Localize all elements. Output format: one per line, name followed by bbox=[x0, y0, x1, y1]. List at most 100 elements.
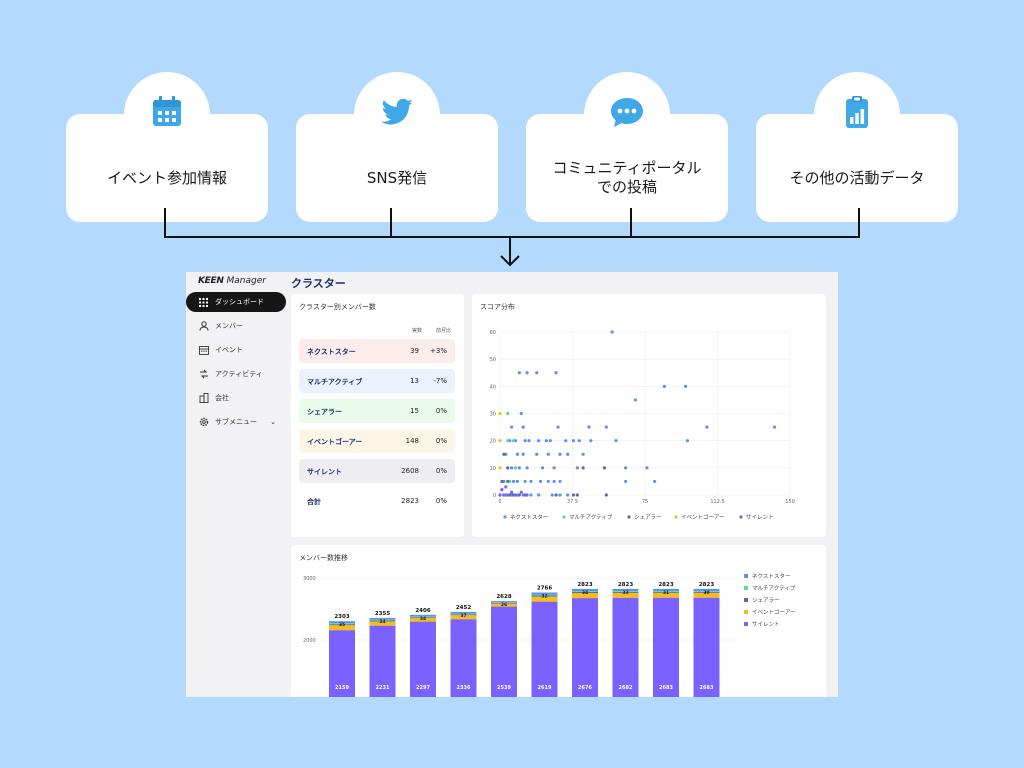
stacked-bar-chart: 2000300023033521592355242231240634229724… bbox=[303, 572, 796, 697]
scatter-point bbox=[515, 452, 519, 456]
nav-item-members[interactable]: メンバー bbox=[186, 316, 286, 336]
scatter-point bbox=[506, 466, 510, 470]
bar-silent-label: 2683 bbox=[700, 685, 714, 691]
bar-silent-label: 2539 bbox=[497, 685, 511, 691]
scatter-point bbox=[510, 425, 514, 429]
scatter-point bbox=[556, 425, 560, 429]
bar-total-label: 2406 bbox=[415, 608, 430, 614]
bar-silent bbox=[653, 597, 679, 697]
chat-bubble-icon bbox=[611, 98, 643, 127]
scatter-point bbox=[517, 493, 521, 497]
legend-marker bbox=[503, 515, 507, 519]
bar-silent-label: 2159 bbox=[335, 685, 349, 691]
scatter-point bbox=[685, 439, 690, 443]
bar-silent bbox=[410, 621, 436, 697]
sidebar: KEEN Manager ダッシュボード メンバー イベント アクティビティ bbox=[186, 272, 288, 697]
cluster-value: 2608 bbox=[401, 467, 419, 475]
bar-segment-label: 37 bbox=[460, 613, 466, 619]
bar-segment-label: 24 bbox=[379, 619, 385, 625]
y-tick-label: 50 bbox=[490, 357, 496, 363]
scatter-point bbox=[504, 485, 508, 489]
scatter-point bbox=[548, 439, 552, 443]
legend-label: シェアラー bbox=[752, 597, 780, 604]
scatter-point bbox=[552, 479, 556, 484]
scatter-point bbox=[546, 479, 550, 484]
legend-marker bbox=[744, 622, 748, 626]
scatter-point bbox=[523, 439, 527, 443]
scatter-point bbox=[511, 439, 516, 443]
bar-segment bbox=[572, 593, 598, 599]
scatter-point bbox=[500, 487, 504, 492]
calendar-icon bbox=[198, 345, 209, 356]
cluster-change: 0% bbox=[435, 497, 447, 505]
scatter-point bbox=[604, 425, 608, 429]
scatter-point bbox=[581, 466, 585, 470]
scatter-point bbox=[552, 466, 556, 470]
scatter-point bbox=[502, 452, 506, 456]
card-label: その他の活動データ bbox=[789, 168, 925, 187]
bar-total-label: 2452 bbox=[456, 605, 471, 611]
bar-total-label: 2823 bbox=[699, 582, 714, 588]
scatter-point bbox=[510, 466, 514, 470]
scatter-point bbox=[614, 439, 618, 443]
nav-item-dashboard[interactable]: ダッシュボード bbox=[186, 292, 286, 312]
y-tick-label: 10 bbox=[490, 466, 496, 472]
scatter-point bbox=[571, 493, 576, 497]
nav-item-submenu[interactable]: サブメニュー ⌄ bbox=[186, 412, 286, 432]
scatter-point bbox=[772, 425, 777, 429]
nav-item-events[interactable]: イベント bbox=[186, 340, 286, 360]
bar-segment bbox=[329, 621, 355, 624]
nav-item-activity[interactable]: アクティビティ bbox=[186, 364, 286, 384]
scatter-point bbox=[564, 439, 568, 443]
bar-segment-label: 34 bbox=[582, 590, 588, 596]
panel-title: スコア分布 bbox=[480, 303, 515, 311]
bar-segment bbox=[572, 591, 598, 592]
bar-total-label: 2303 bbox=[334, 614, 349, 620]
bar-segment bbox=[329, 624, 355, 626]
scatter-point bbox=[525, 493, 529, 497]
scatter-point bbox=[546, 452, 550, 456]
bar-total-label: 2823 bbox=[658, 582, 673, 588]
gear-icon bbox=[198, 417, 209, 428]
scatter-point bbox=[513, 493, 518, 497]
scatter-point bbox=[558, 493, 562, 497]
legend-marker bbox=[744, 598, 748, 602]
grid-icon bbox=[198, 297, 209, 308]
y-tick-label: 30 bbox=[490, 412, 496, 418]
scatter-point bbox=[527, 439, 531, 443]
scatter-point bbox=[519, 411, 523, 416]
legend-label: シェアラー bbox=[634, 514, 662, 521]
brand-logo: KEEN Manager bbox=[198, 276, 266, 286]
cluster-name: イベントゴーアー bbox=[307, 438, 363, 446]
bar-segment bbox=[612, 588, 639, 591]
scatter-point bbox=[558, 479, 562, 484]
scatter-point bbox=[515, 479, 519, 484]
nav-item-company[interactable]: 会社 bbox=[186, 388, 286, 408]
bar-segment bbox=[572, 588, 598, 592]
bar-segment-label: 32 bbox=[541, 594, 547, 600]
card-label: SNS発信 bbox=[366, 168, 428, 187]
bar-segment bbox=[329, 623, 355, 625]
scatter-point bbox=[581, 452, 585, 456]
scatter-point bbox=[539, 479, 543, 484]
bar-segment bbox=[369, 617, 396, 620]
bar-segment bbox=[491, 602, 517, 604]
legend-marker bbox=[627, 515, 631, 519]
twitter-icon bbox=[381, 98, 413, 125]
scatter-point bbox=[498, 439, 502, 443]
card-label: イベント参加情報 bbox=[106, 168, 227, 187]
connector-line bbox=[164, 236, 860, 238]
building-icon bbox=[198, 393, 209, 404]
scatter-point bbox=[705, 425, 709, 429]
bar-silent bbox=[329, 630, 355, 697]
bar-silent-label: 2619 bbox=[538, 685, 552, 691]
scatter-point bbox=[577, 439, 581, 443]
nav-label: アクティビティ bbox=[215, 370, 263, 378]
nav-label: サブメニュー bbox=[215, 418, 257, 426]
bar-silent bbox=[531, 601, 558, 697]
nav-label: 会社 bbox=[215, 394, 229, 402]
scatter-point bbox=[554, 371, 558, 375]
bar-total-label: 2355 bbox=[375, 611, 390, 617]
